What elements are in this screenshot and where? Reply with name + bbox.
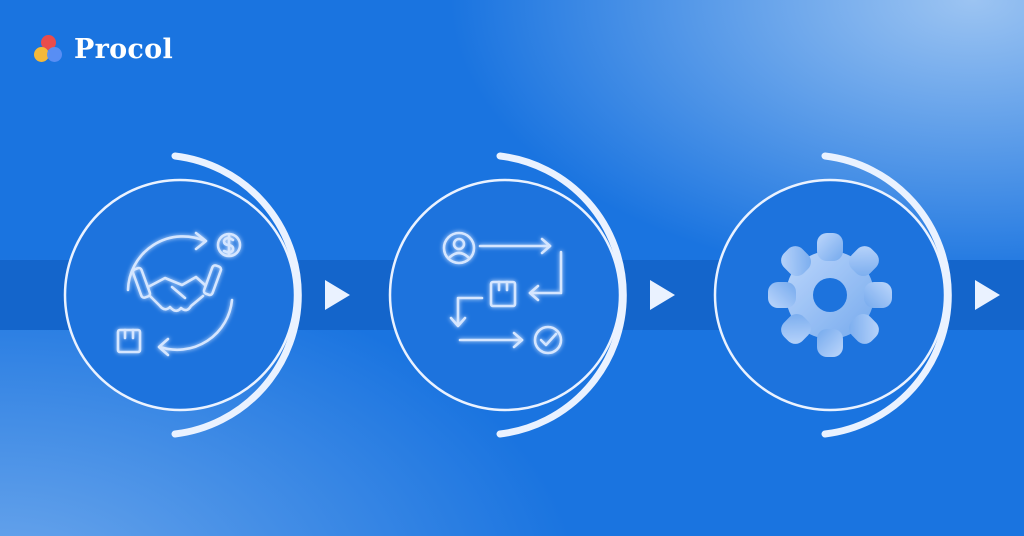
user-workflow-icon [442,231,563,355]
handshake-exchange-icon [116,231,242,357]
step-3 [713,152,1000,438]
gear-icon [768,233,892,357]
procol-logo-mark [34,34,64,64]
logo-yellow-dot [34,47,49,62]
step-2-circle [388,178,622,412]
procol-logo[interactable]: Procol [34,33,173,65]
step-3-arc [821,152,952,438]
logo-blue-dot [47,47,62,62]
step-1 [63,152,350,438]
brand-name: Procol [74,33,174,65]
step-2-arrow-icon [650,280,675,310]
step-1-arrow-icon [325,280,350,310]
step-1-arc [171,152,302,438]
step-2 [388,152,675,438]
step-3-arrow-icon [975,280,1000,310]
logo-red-dot [41,35,56,50]
step-2-arc [496,152,627,438]
